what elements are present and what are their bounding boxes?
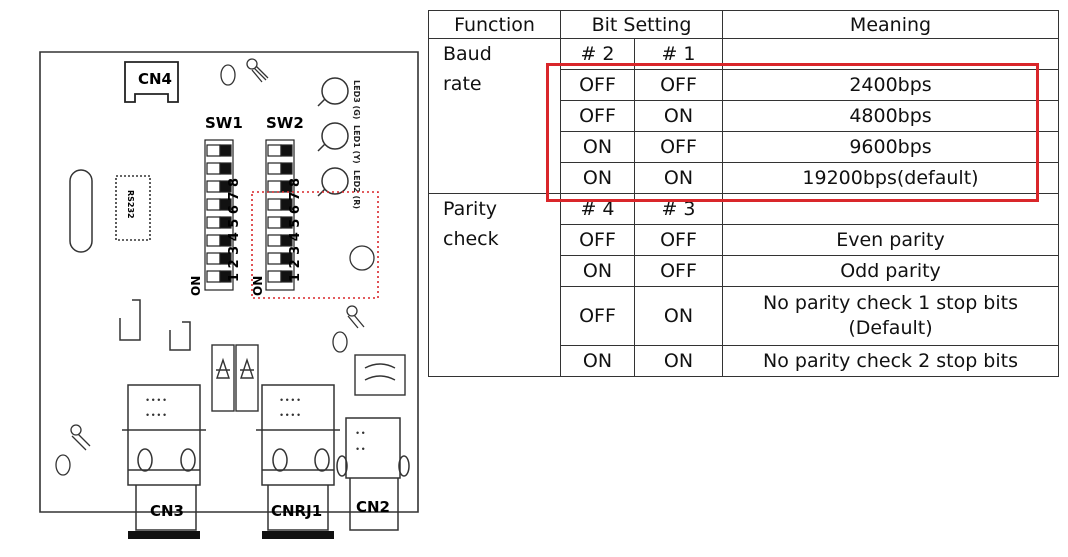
meaning-cell: 4800bps (722, 100, 1059, 132)
baud-label-2: rate (443, 73, 482, 95)
screw-icon (55, 424, 91, 476)
header-function: Function (428, 10, 561, 39)
function-baud-rate: Baud rate (428, 38, 561, 194)
table-row: OFF ON No parity check 1 stop bits (Defa… (429, 286, 1059, 346)
svg-text:• • • •: • • • • (280, 395, 300, 405)
function-parity-check: Parity check (428, 193, 561, 377)
table-row: Parity check # 4 # 3 (428, 193, 1059, 377)
sw2-label: SW2 (266, 114, 304, 132)
inductor (354, 354, 406, 396)
led3-label: LED3 (G) (352, 80, 361, 119)
bit-a-cell: ON (560, 255, 635, 287)
cnrj1-connector: • • • • • • • • (256, 384, 340, 531)
cnrj1-label: CNRJ1 (271, 502, 322, 520)
baud-label-1: Baud (443, 43, 492, 65)
rs232-chip: RS232 (115, 175, 151, 241)
bit-b-cell: OFF (634, 69, 723, 101)
sw1-dip-switch (204, 139, 234, 291)
sw1-on-label: ON (189, 276, 203, 296)
cn3-connector: • • • • • • • • (122, 384, 206, 531)
table-row: ON ON 19200bps(default) (429, 162, 1059, 194)
bit-b-cell: OFF (634, 224, 723, 256)
sw2-on-label: ON (251, 276, 265, 296)
sw1-positions: 1 2 3 4 5 6 7 8 (227, 178, 242, 282)
header-bit-setting: Bit Setting (560, 10, 723, 39)
svg-text:• •: • • (356, 428, 365, 438)
svg-text:• • • •: • • • • (146, 395, 166, 405)
cn4-connector: CN4 (124, 61, 179, 103)
screw-icon (220, 58, 269, 86)
header-meaning: Meaning (722, 10, 1059, 39)
crystal-oval (69, 169, 93, 253)
cn4-label: CN4 (138, 70, 172, 88)
table-row: OFF OFF Even parity (429, 224, 1059, 256)
bit-a-cell: OFF (560, 224, 635, 256)
bit-a-cell: OFF (560, 286, 635, 346)
cn3-label: CN3 (150, 502, 184, 520)
bit-a-cell: ON (560, 162, 635, 194)
cn3-base-bar (128, 531, 200, 539)
chip-label: RS232 (126, 190, 135, 219)
sw1-label: SW1 (205, 114, 243, 132)
diode-pair (211, 344, 259, 412)
sw2-positions: 1 2 3 4 5 6 7 8 (288, 178, 303, 282)
bit-a-cell: ON (560, 131, 635, 163)
meaning-line-2: (Default) (848, 317, 933, 339)
meaning-line-1: No parity check 1 stop bits (763, 292, 1018, 314)
led2-label: LED2 (R) (352, 170, 361, 209)
meaning-cell: Even parity (722, 224, 1059, 256)
meaning-cell: No parity check 2 stop bits (722, 345, 1059, 377)
bit-b-cell: OFF (634, 255, 723, 287)
circuit-board-diagram: CN4 LED3 (G) LED1 (Y) LED2 (R) RS232 SW1 (39, 51, 419, 539)
led-icon (317, 77, 349, 197)
meaning-cell: 9600bps (722, 131, 1059, 163)
bit-a-cell: ON (560, 345, 635, 377)
svg-text:• • • •: • • • • (146, 410, 166, 420)
buzzer (349, 245, 375, 271)
table-header-row: Function Bit Setting Meaning (428, 10, 1059, 39)
cn2-label: CN2 (356, 498, 390, 516)
svg-text:• •: • • (356, 444, 365, 454)
meaning-cell: No parity check 1 stop bits (Default) (722, 286, 1059, 346)
table-row: Baud rate # 2 # 1 (428, 38, 1059, 194)
cnrj1-base-bar (262, 531, 334, 539)
bit-b-cell: ON (634, 162, 723, 194)
table-row: ON ON No parity check 2 stop bits (429, 345, 1059, 377)
meaning-cell: Odd parity (722, 255, 1059, 287)
bit-b-cell: ON (634, 286, 723, 346)
parity-label-2: check (443, 228, 499, 250)
jumper (119, 299, 191, 351)
bit-b-cell: ON (634, 345, 723, 377)
sw2-dip-switch (265, 139, 295, 291)
sw2-dotted-highlight (251, 191, 379, 299)
svg-text:• • • •: • • • • (280, 410, 300, 420)
cn2-connector: • • • • (336, 417, 410, 531)
bit-setting-table: Function Bit Setting Meaning Baud rate #… (428, 10, 1059, 377)
led1-label: LED1 (Y) (352, 125, 361, 164)
table-row: ON OFF 9600bps (429, 131, 1059, 163)
meaning-empty (722, 193, 1059, 225)
table-row: OFF OFF 2400bps (429, 69, 1059, 101)
baud-rate-highlight-box (546, 63, 1039, 202)
board-outline (39, 51, 419, 513)
parity-label-1: Parity (443, 198, 498, 220)
screw-icon (332, 305, 365, 353)
